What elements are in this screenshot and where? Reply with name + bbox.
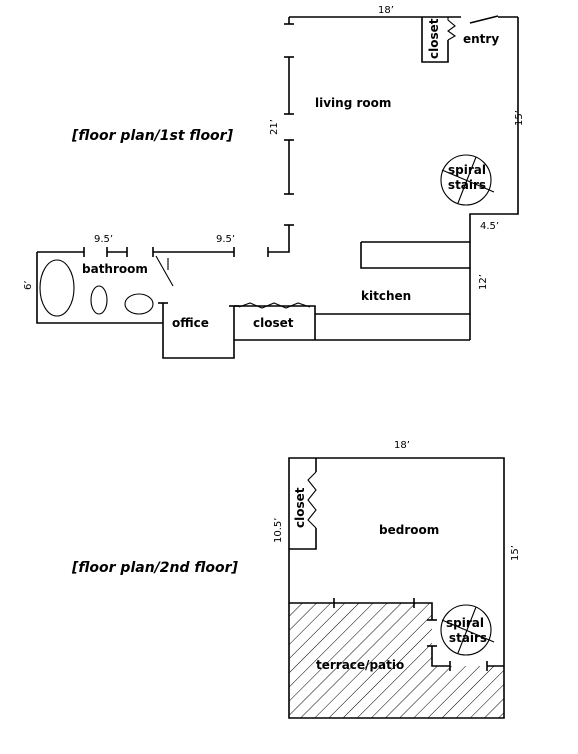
- spiral-stairs-icon: [440, 604, 492, 656]
- spiral-stairs-1st-floor: spiral stairs: [440, 154, 495, 206]
- floor1-walls: [36, 15, 519, 359]
- floor1-dim-bath-left: 9.5’: [94, 234, 113, 245]
- office-label: office: [172, 316, 209, 330]
- spiral-stairs-icon: [440, 154, 492, 206]
- floor1-dim-kitchen-side: 12’: [478, 274, 489, 290]
- bedroom-closet-label: closet: [293, 487, 307, 528]
- floor-plan-2nd-floor: [floor plan/2nd floor] closet: [71, 440, 521, 719]
- floor1-dim-right: 15’: [514, 110, 525, 126]
- office-closet-label: closet: [253, 316, 294, 330]
- kitchen-label: kitchen: [361, 289, 411, 303]
- floor2-title: [floor plan/2nd floor]: [71, 560, 239, 576]
- entry-closet-label: closet: [427, 18, 441, 59]
- floor1-dim-stairs-step: 4.5’: [480, 221, 499, 232]
- floor1-dim-living-left: 21’: [269, 119, 280, 135]
- floor1-dim-bath-height: 6’: [23, 280, 34, 290]
- spiral-stairs-label-line2: stairs: [449, 631, 487, 645]
- bedroom-label: bedroom: [379, 523, 439, 537]
- floor1-title: [floor plan/1st floor]: [71, 128, 234, 144]
- terrace-label: terrace/patio: [316, 658, 404, 672]
- floor2-walls: [288, 457, 505, 719]
- sink-icon: [124, 293, 154, 315]
- floor2-dim-top: 18’: [394, 440, 410, 451]
- floor1-dim-top: 18’: [378, 5, 394, 16]
- bathtub-icon: [39, 259, 75, 317]
- entry-label: entry: [463, 32, 499, 46]
- floor1-dim-bath-right: 9.5’: [216, 234, 235, 245]
- floor-plan-1st-floor: [floor plan/1st floor]: [23, 5, 525, 359]
- bathroom-fixtures: [39, 259, 154, 317]
- spiral-stairs-label-line1: spiral: [448, 163, 486, 177]
- office-closet: [238, 302, 311, 309]
- terrace-hatch: [289, 603, 504, 718]
- spiral-stairs-label-line2: stairs: [448, 178, 486, 192]
- spiral-stairs-label-line1: spiral: [446, 616, 484, 630]
- bathroom-label: bathroom: [82, 262, 148, 276]
- floor2-dim-right: 15’: [510, 545, 521, 561]
- bedroom-closet: closet: [289, 458, 317, 550]
- living-room-label: living room: [315, 96, 391, 110]
- toilet-icon: [90, 285, 108, 315]
- spiral-stairs-2nd-floor: spiral stairs: [440, 604, 495, 656]
- entry-closet: closet: [421, 17, 457, 63]
- floor2-dim-closet-left: 10.5’: [273, 518, 284, 543]
